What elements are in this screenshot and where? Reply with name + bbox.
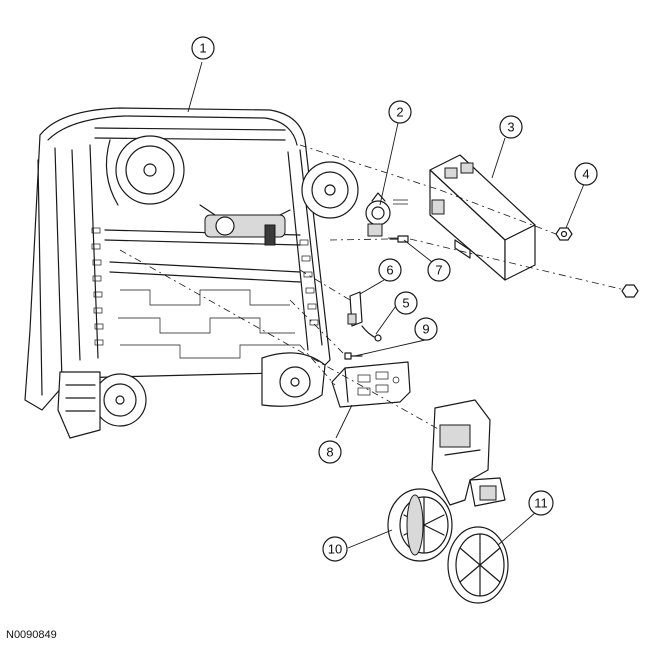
part-8-bracket <box>331 361 411 408</box>
bolt-lower-right <box>621 284 639 298</box>
callout-8: 8 <box>318 440 342 464</box>
callout-11-label: 11 <box>534 496 548 511</box>
part-11-grille <box>447 526 509 604</box>
part-7-screw <box>389 235 409 243</box>
callout-5: 5 <box>394 291 418 315</box>
leader-lines <box>187 61 585 549</box>
callout-6: 6 <box>378 258 402 282</box>
part-6-sensor <box>347 291 363 327</box>
part-5-connector <box>361 325 382 342</box>
figure-code: N0090849 <box>6 629 57 641</box>
callout-7: 7 <box>427 258 451 282</box>
callout-9: 9 <box>414 317 438 341</box>
callout-1: 1 <box>191 36 215 60</box>
callout-6-label: 6 <box>386 263 393 278</box>
callout-2: 2 <box>388 100 412 124</box>
part-9-screw <box>344 352 363 360</box>
callout-10-label: 10 <box>328 542 342 557</box>
callout-8-label: 8 <box>326 445 333 460</box>
callout-5-label: 5 <box>402 296 409 311</box>
callout-3: 3 <box>499 115 523 139</box>
part-2-motor <box>365 192 408 239</box>
part-3-module <box>429 154 536 281</box>
assembly-lines <box>119 144 626 431</box>
callout-3-label: 3 <box>507 120 514 135</box>
seat-back-frame <box>24 107 359 439</box>
speaker-bracket <box>431 399 506 507</box>
part-4-bolt <box>555 227 573 241</box>
callout-9-label: 9 <box>422 322 429 337</box>
callout-4: 4 <box>574 162 598 186</box>
callout-10: 10 <box>322 536 348 562</box>
callout-11: 11 <box>528 490 554 516</box>
callout-2-label: 2 <box>396 105 403 120</box>
callout-1-label: 1 <box>199 41 206 56</box>
callout-4-label: 4 <box>582 167 589 182</box>
part-10-speaker <box>387 488 453 562</box>
callout-7-label: 7 <box>435 263 442 278</box>
